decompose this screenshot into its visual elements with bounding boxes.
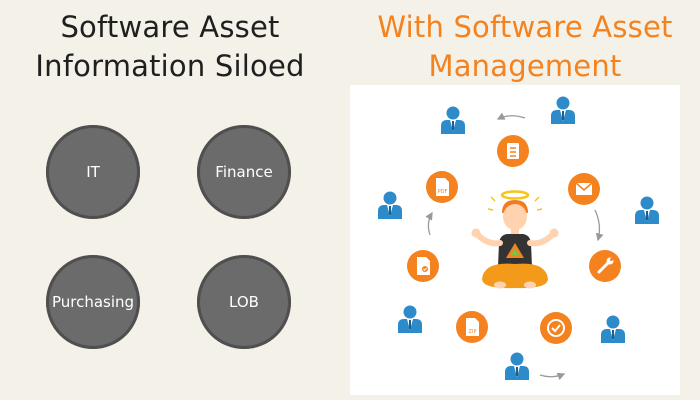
department-label-it: IT [86, 163, 100, 181]
sam-illustration: ZIP PDF [378, 96, 659, 381]
yoga-person-illustration [471, 190, 559, 289]
wrench-icon [589, 250, 621, 282]
siloed-title-line2: Information Siloed [35, 49, 305, 83]
department-circle-finance: Finance [197, 125, 291, 219]
siloed-title-line1: Software Asset [60, 10, 280, 44]
user-icon [441, 106, 465, 134]
user-icon [398, 305, 422, 333]
sam-title-line2: Management [428, 49, 622, 83]
database-icon [497, 135, 529, 167]
pdf-label: PDF [438, 189, 448, 195]
department-label-purchasing: Purchasing [51, 293, 135, 311]
department-circle-lob: LOB [197, 255, 291, 349]
document-check-icon [407, 250, 439, 282]
user-icon [505, 352, 529, 380]
pdf-file-icon: PDF [426, 171, 458, 203]
siloed-title: Software Asset Information Siloed [0, 8, 340, 86]
sam-title: With Software Asset Management [350, 8, 700, 86]
mail-icon [568, 173, 600, 205]
department-circle-it: IT [46, 125, 140, 219]
department-circle-purchasing: Purchasing [46, 255, 140, 349]
user-icon [378, 191, 402, 219]
zip-label: ZIP [469, 329, 477, 335]
user-icon [601, 315, 625, 343]
user-icon [635, 196, 659, 224]
sam-illustration-panel: ZIP PDF [350, 85, 680, 395]
zip-file-icon: ZIP [456, 311, 488, 343]
department-label-finance: Finance [215, 163, 273, 181]
user-icon [551, 96, 575, 124]
check-icon [540, 312, 572, 344]
sam-title-line1: With Software Asset [377, 10, 673, 44]
flow-arrows [425, 112, 604, 381]
department-label-lob: LOB [229, 293, 259, 311]
